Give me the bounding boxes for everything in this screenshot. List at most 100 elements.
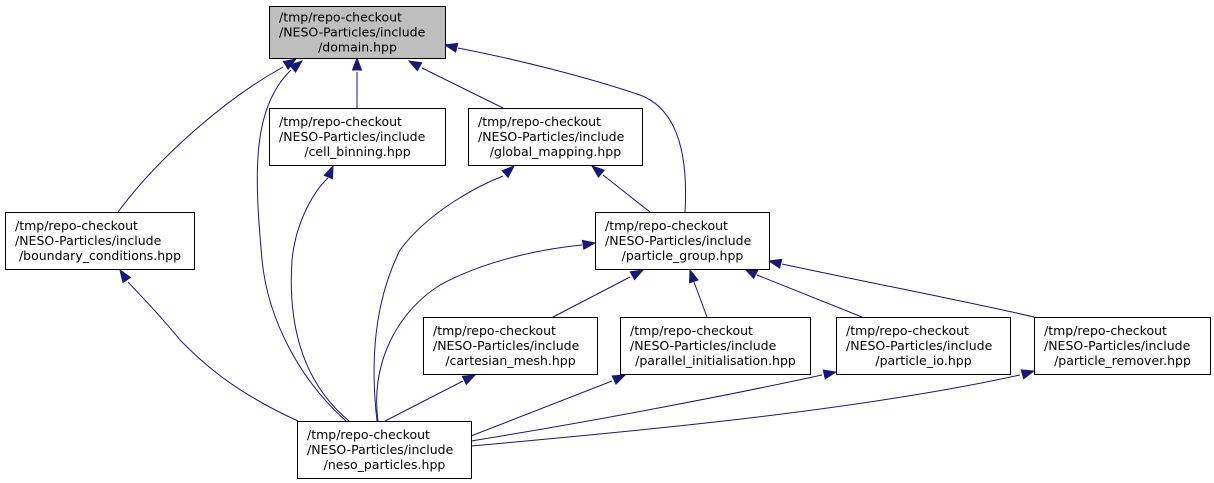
node-label-line: /NESO-Particles/include [433,338,580,353]
node-label-line: /tmp/repo-checkout [279,10,402,25]
node-box [1034,317,1211,375]
node-box [468,108,643,166]
edge-cell_binning-to-domain [351,56,363,108]
node-box [423,317,598,375]
edge-line [127,281,299,422]
edge-line [290,177,350,422]
node-label-line: /neso_particles.hpp [324,457,446,472]
node-label-line: /boundary_conditions.hpp [19,248,181,263]
edge-arrowhead [443,42,459,53]
node-particle-remover[interactable]: /tmp/repo-checkout/NESO-Particles/includ… [1034,317,1211,375]
node-particle-group[interactable]: /tmp/repo-checkout/NESO-Particles/includ… [595,212,770,270]
node-label-line: /tmp/repo-checkout [846,323,969,338]
node-neso-particles[interactable]: /tmp/repo-checkout/NESO-Particles/includ… [297,421,472,479]
nodes-layer: /tmp/repo-checkout/NESO-Particles/includ… [5,6,1211,479]
node-label-line: /NESO-Particles/include [846,338,993,353]
edge-global_mapping-to-domain [407,60,504,109]
edge-arrowhead [743,268,759,280]
node-label-line: /tmp/repo-checkout [478,114,601,129]
node-label-line: /global_mapping.hpp [490,144,621,159]
edge-parallel_initialisation-to-particle_group [688,268,708,318]
edge-line [256,69,347,422]
node-label-line: /tmp/repo-checkout [1044,323,1167,338]
node-label-line: /tmp/repo-checkout [433,323,556,338]
node-label-line: /tmp/repo-checkout [630,323,753,338]
node-label-line: /cell_binning.hpp [304,144,410,159]
node-label-line: /domain.hpp [318,40,397,55]
edge-line [693,281,708,318]
edge-arrowhead [461,374,477,386]
edge-line [552,276,631,318]
node-label-line: /particle_remover.hpp [1054,353,1191,368]
edge-line [602,174,651,213]
edge-particle_group-to-global_mapping [590,165,651,213]
edge-neso_particles-to-cell_binning [290,164,350,422]
edge-line [756,274,863,318]
edge-particle_remover-to-particle_group [767,258,1035,318]
edge-arrowhead [590,165,605,178]
edge-neso_particles-to-particle_group [376,239,597,422]
edge-arrowhead [407,60,423,72]
edge-arrowhead [688,268,699,284]
edge-line [470,374,1021,447]
node-label-line: /NESO-Particles/include [307,442,454,457]
node-label-line: /NESO-Particles/include [605,233,752,248]
node-label-line: /parallel_initialisation.hpp [635,353,796,368]
node-label-line: /NESO-Particles/include [1044,338,1191,353]
edge-arrowhead [581,239,597,251]
node-label-line: /particle_group.hpp [622,248,744,263]
edge-particle_io-to-particle_group [743,268,863,318]
edge-neso_particles-to-domain [256,60,347,422]
edge-neso_particles-to-particle_remover [470,369,1036,447]
node-box [836,317,1011,375]
node-label-line: /cartesian_mesh.hpp [445,353,575,368]
edge-line [421,67,504,109]
node-label-line: /tmp/repo-checkout [307,427,430,442]
edge-neso_particles-to-cartesian_mesh [384,374,477,422]
node-boundary-conditions[interactable]: /tmp/repo-checkout/NESO-Particles/includ… [5,212,195,270]
node-label-line: /tmp/repo-checkout [605,218,728,233]
edge-arrowhead [119,268,132,284]
edge-arrowhead [767,258,783,269]
edge-neso_particles-to-global_mapping [373,165,516,422]
edge-arrowhead [822,369,838,380]
node-particle-io[interactable]: /tmp/repo-checkout/NESO-Particles/includ… [836,317,1011,375]
edge-line [117,66,284,213]
edges-layer [117,42,1036,447]
node-cartesian-mesh[interactable]: /tmp/repo-checkout/NESO-Particles/includ… [423,317,598,375]
node-box [5,212,195,270]
node-label-line: /NESO-Particles/include [279,25,426,40]
node-label-line: /tmp/repo-checkout [279,114,402,129]
node-global-mapping[interactable]: /tmp/repo-checkout/NESO-Particles/includ… [468,108,643,166]
edge-arrowhead [289,60,304,73]
edge-line [470,380,613,437]
edge-arrowhead [323,164,334,180]
node-domain[interactable]: /tmp/repo-checkout/NESO-Particles/includ… [269,6,446,59]
node-label-line: /tmp/repo-checkout [15,218,138,233]
node-box [297,421,472,479]
edge-line [376,244,583,422]
node-box [269,108,446,166]
edge-neso_particles-to-particle_io [470,369,838,442]
node-label-line: /particle_io.hpp [875,353,971,368]
edge-cartesian_mesh-to-particle_group [552,269,645,318]
edge-arrowhead [611,374,627,385]
node-label-line: /NESO-Particles/include [15,233,162,248]
edge-line [384,380,464,422]
edge-neso_particles-to-boundary_conditions [119,268,299,422]
edge-line [781,263,1035,318]
node-label-line: /NESO-Particles/include [630,338,777,353]
node-parallel-initialisation[interactable]: /tmp/repo-checkout/NESO-Particles/includ… [620,317,811,375]
node-box [620,317,811,375]
edge-line [457,47,687,213]
edge-line [470,374,823,442]
edge-particle_group-to-domain [443,42,687,213]
edge-arrowhead [629,269,645,281]
node-cell-binning[interactable]: /tmp/repo-checkout/NESO-Particles/includ… [269,108,446,166]
edge-neso_particles-to-parallel_initialisation [470,374,627,437]
edge-line [373,175,504,422]
node-label-line: /NESO-Particles/include [279,129,426,144]
node-box [595,212,770,270]
node-label-line: /NESO-Particles/include [478,129,625,144]
